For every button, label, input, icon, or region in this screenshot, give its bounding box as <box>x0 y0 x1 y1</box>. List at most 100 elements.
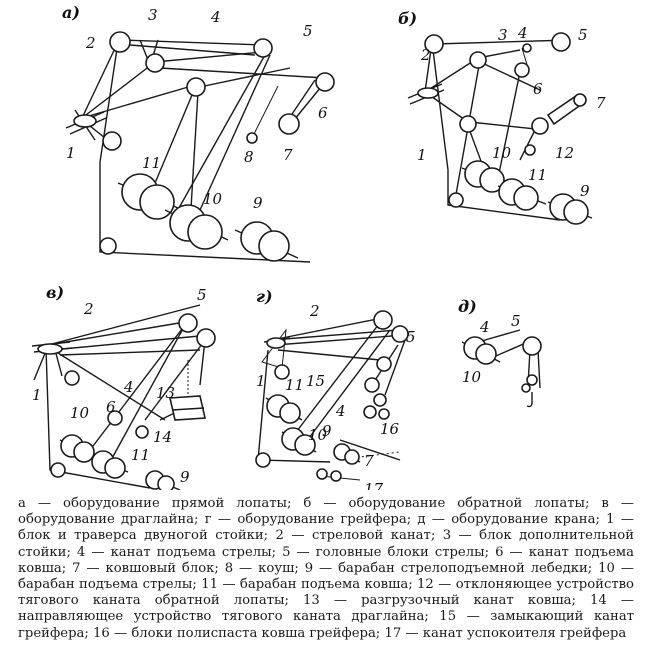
panel-a-num-5: 5 <box>303 22 313 40</box>
panel-b: б) <box>398 9 606 225</box>
panel-v-traverse <box>31 341 73 381</box>
panel-a-label: а) <box>62 3 80 22</box>
panel-g-drum-9 <box>333 443 361 465</box>
panel-g-num-4: 4 <box>335 402 346 420</box>
panel-b-pulley-6 <box>514 62 530 78</box>
panel-d-num-5: 5 <box>511 312 521 330</box>
panel-v-num-13: 13 <box>156 384 175 402</box>
panel-a-num-6: 6 <box>318 104 328 122</box>
panel-a-pulley-5b <box>186 77 206 97</box>
panel-v-label: в) <box>46 283 64 302</box>
panel-v-num-11: 10 <box>70 404 90 422</box>
panel-a: а) <box>62 3 335 263</box>
panel-b-num-12: 12 <box>555 144 574 162</box>
panel-v-guide-14 <box>135 425 149 439</box>
panel-b-num-9: 9 <box>580 182 590 200</box>
panel-d-pulley-5 <box>522 336 542 356</box>
panel-g-num-2: 2 <box>309 302 320 320</box>
panel-g-num-15: 15 <box>306 372 325 390</box>
rope-diagram: а) <box>31 3 606 490</box>
panel-g-pulley-17a <box>316 468 328 480</box>
panel-g-num-7: 7 <box>364 452 374 470</box>
panel-a-num-3: 3 <box>148 6 158 24</box>
panel-b-pulley-2 <box>424 34 444 54</box>
panel-a-traverse <box>65 111 107 135</box>
panel-b-num-7: 7 <box>596 94 606 112</box>
panel-d: д) 4 5 10 <box>458 297 542 408</box>
panel-a-corner-pulley <box>99 237 117 255</box>
panel-g-num-5: 5 <box>406 328 416 346</box>
panel-g-label: г) <box>256 287 273 306</box>
panel-b-num-6: 6 <box>533 80 543 98</box>
panel-b-pulley-5 <box>551 32 571 52</box>
panel-b-bucket-block-7 <box>546 93 587 126</box>
panel-g-drum-11 <box>265 394 303 424</box>
panel-v-num-6: 6 <box>106 398 116 416</box>
panel-v-bucket <box>169 395 206 421</box>
panel-b-num-2: 2 <box>420 46 431 64</box>
panel-a-pulley-7 <box>278 113 300 135</box>
panel-a-pulley-5a <box>253 38 273 58</box>
panel-b-frame-rope <box>431 41 561 221</box>
panel-g: г) <box>255 287 416 490</box>
panel-g-num-9: 9 <box>322 422 332 440</box>
panel-b-pulley-3 <box>469 51 487 69</box>
panel-b-pulley-7 <box>531 117 549 135</box>
panel-v-drum-9 <box>145 470 181 490</box>
panel-a-num-9: 9 <box>253 194 263 212</box>
panel-d-num-10: 10 <box>462 368 482 386</box>
panel-a-num-4: 4 <box>210 8 221 26</box>
panel-b-num-10: 11 <box>528 166 547 184</box>
panel-g-num-11: 11 <box>285 376 304 394</box>
panel-v-num-4: 4 <box>123 378 134 396</box>
panel-a-pulley-5c <box>315 72 335 92</box>
panel-g-grab-blocks-16 <box>363 377 390 420</box>
panel-a-num-7: 7 <box>283 146 293 164</box>
panel-a-num-1: 1 <box>66 144 76 162</box>
panel-a-pulley-3 <box>145 53 165 73</box>
panel-g-pulley-5a <box>373 310 393 330</box>
panel-a-num-10: 10 <box>203 190 223 208</box>
panel-g-num-1: 1 <box>256 372 266 390</box>
panel-b-num-5: 5 <box>578 26 588 44</box>
panel-g-drum-10 <box>281 427 317 456</box>
panel-g-pulley-1 <box>274 364 290 380</box>
panel-b-label: б) <box>398 9 417 28</box>
panel-v-drum-11 <box>59 434 99 463</box>
panel-a-drum-10 <box>164 204 229 250</box>
panel-b-num-4: 4 <box>517 24 528 42</box>
panel-v-pulley-1 <box>64 370 80 386</box>
panel-v-num-2: 2 <box>83 300 94 318</box>
panel-g-pulley-5b <box>391 325 409 343</box>
panel-v-drum-10 <box>91 450 129 479</box>
panel-g-num-10: 10 <box>308 426 328 444</box>
panel-v-num-14: 14 <box>153 428 172 446</box>
panel-v: в) <box>31 283 216 490</box>
panel-v-num-10: 11 <box>131 446 150 464</box>
panel-d-num-4: 4 <box>479 318 490 336</box>
panel-a-pulley-2 <box>109 31 131 53</box>
panel-g-num-17: 17 <box>364 480 384 490</box>
panel-b-drum-10 <box>497 178 547 211</box>
rope-diagram-svg: а) <box>31 3 606 490</box>
panel-a-thimble-8 <box>246 132 258 144</box>
panel-v-frame-rope <box>45 347 151 489</box>
panel-b-num-3: 3 <box>498 26 508 44</box>
panel-a-drum-9 <box>234 221 299 262</box>
panel-b-pulley-1 <box>459 115 477 133</box>
panel-v-pulley-6 <box>107 410 123 426</box>
panel-b-num-1: 1 <box>417 146 427 164</box>
panel-g-pulley-5c <box>376 356 392 372</box>
panel-v-num-5: 5 <box>197 286 207 304</box>
panel-d-drum-10 <box>461 336 501 365</box>
panel-g-pulley-17b <box>330 470 342 482</box>
panel-b-pulley-4 <box>522 43 532 53</box>
panel-a-num-2: 2 <box>85 34 96 52</box>
panel-a-pulley-1 <box>102 131 122 151</box>
panel-v-pulley-5a <box>178 313 198 333</box>
panel-b-drum-9 <box>547 193 593 225</box>
panel-v-num-1: 1 <box>32 386 42 404</box>
panel-b-num-11: 10 <box>492 144 512 162</box>
panel-a-num-11: 11 <box>142 154 161 172</box>
panel-v-pulley-5b <box>196 328 216 348</box>
